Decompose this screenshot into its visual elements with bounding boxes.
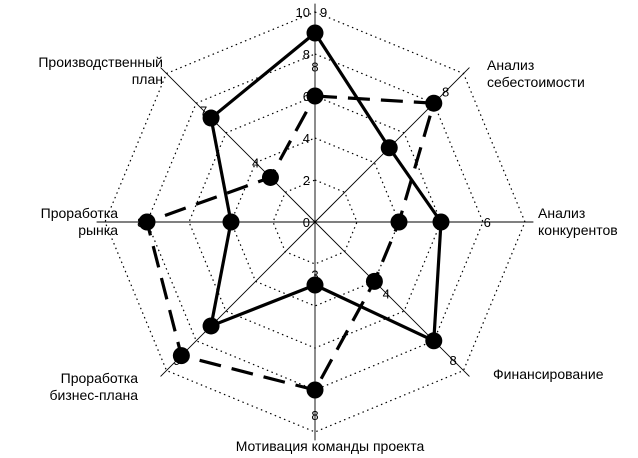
axis-label: Проработка: [61, 370, 139, 386]
axis-spoke: [160, 67, 316, 223]
value-label: 7: [207, 319, 214, 334]
tick-label: 6: [303, 89, 310, 104]
radar-series: [138, 24, 450, 399]
value-label: 4: [383, 286, 390, 301]
grid-ring: [146, 53, 484, 391]
data-point: [202, 317, 220, 335]
data-point: [365, 272, 383, 290]
value-label: 8: [311, 60, 318, 75]
value-label: 8: [442, 84, 449, 99]
value-label: 7: [200, 104, 207, 119]
tick-label: 10: [296, 5, 310, 20]
data-point: [172, 347, 190, 365]
data-point: [306, 276, 324, 294]
value-label: 8: [137, 215, 144, 230]
value-label: 4: [252, 156, 259, 171]
data-point: [306, 87, 324, 105]
data-point: [432, 213, 450, 231]
data-point: [425, 332, 443, 350]
data-point: [306, 24, 324, 42]
value-label: 8: [311, 408, 318, 423]
data-point: [202, 109, 220, 127]
data-point: [380, 139, 398, 157]
value-label: 6: [484, 215, 491, 230]
grid-ring: [230, 137, 400, 307]
axis-label: Проработка: [41, 205, 119, 221]
tick-label: 2: [303, 173, 310, 188]
value-label: 4: [225, 215, 232, 230]
north-value-label: 9: [320, 5, 327, 20]
axis-label: Анализ: [538, 205, 585, 221]
tick-label: 8: [303, 47, 310, 62]
tick-label: 0: [303, 215, 310, 230]
tick-label: 4: [303, 131, 310, 146]
axis-label: Анализ: [487, 57, 534, 73]
data-point: [306, 381, 324, 399]
data-point: [138, 213, 156, 231]
value-label: 6: [311, 87, 318, 102]
data-point: [261, 168, 279, 186]
radar-spokes: [96, 3, 534, 441]
radar-axis-labels: АнализсебестоимостиАнализконкурентовФина…: [38, 54, 617, 454]
data-point: [390, 213, 408, 231]
data-point: [222, 213, 240, 231]
value-label: 3: [311, 268, 318, 283]
value-label: 9: [173, 353, 180, 368]
value-label: 8: [449, 353, 456, 368]
axis-label: рынка: [78, 222, 118, 238]
axis-label: себестоимости: [487, 74, 585, 90]
value-label: 5: [389, 138, 396, 153]
axis-spoke: [314, 221, 470, 377]
axis-label: Мотивация команды проекта: [236, 438, 425, 454]
axis-label: Финансирование: [493, 366, 604, 382]
data-point: [425, 94, 443, 112]
axis-label: Производственный: [38, 54, 163, 70]
axis-label: бизнес-плана: [50, 387, 139, 403]
axis-label: конкурентов: [538, 222, 618, 238]
axis-label: план: [132, 71, 163, 87]
